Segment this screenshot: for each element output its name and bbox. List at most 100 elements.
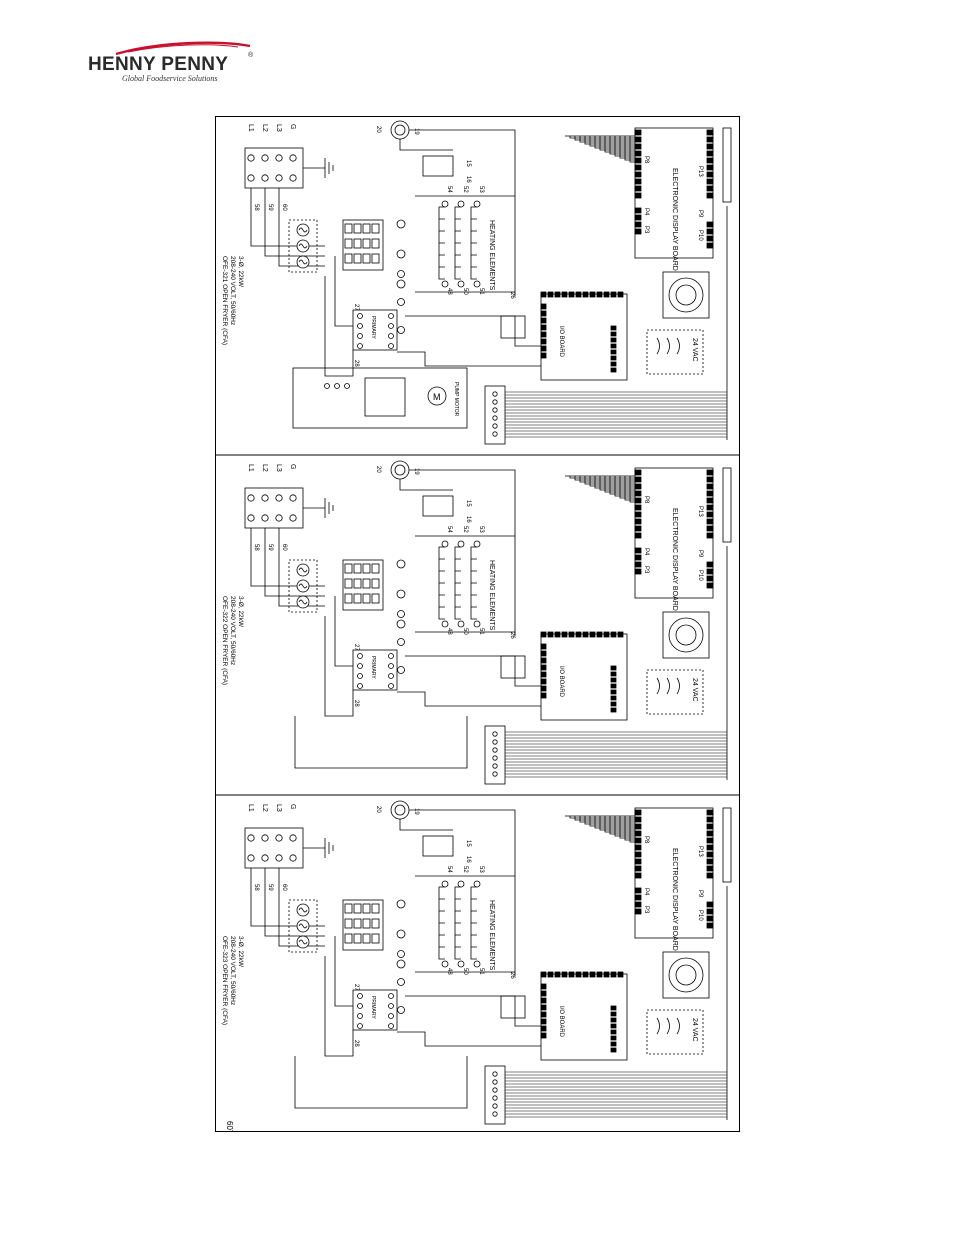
breaker-symbol (298, 907, 308, 913)
control-wire (397, 351, 541, 367)
breaker-symbol (298, 259, 308, 265)
supply-terminal-block (244, 827, 304, 869)
display-cable (722, 127, 732, 203)
display-connector-label: P8 (643, 836, 649, 844)
io-pin (540, 692, 547, 699)
io-board-label: I/O BOARD (558, 326, 564, 358)
supply-terminal (289, 834, 297, 842)
wire-number: 26 (509, 632, 515, 639)
io-pin (610, 671, 617, 677)
display-pin (634, 504, 642, 511)
element-terminal (441, 200, 449, 208)
harness-wire (589, 136, 635, 147)
contactor-contact (371, 918, 380, 929)
display-connector-label: P10 (697, 230, 703, 241)
junction (397, 610, 405, 618)
heating-element (454, 886, 461, 960)
harness-wire (609, 136, 635, 155)
junction (397, 326, 405, 334)
contactor-contact (371, 238, 380, 249)
harness-wire (579, 136, 635, 143)
io-pin (610, 677, 617, 683)
contactor-terminal (388, 993, 394, 999)
display-board-label: ELECTRONIC DISPLAY BOARD (671, 508, 678, 611)
io-pin (610, 343, 617, 349)
io-pin (610, 331, 617, 337)
supply-terminal (261, 514, 269, 522)
breaker-symbol (298, 939, 308, 945)
contactor-contact (344, 563, 353, 574)
element-terminal-label: 54 (446, 866, 452, 873)
display-pin (706, 816, 714, 823)
model-title: OFE-321 OPEN FRYER (CFA) (221, 256, 228, 345)
transformer-box (646, 329, 704, 375)
contactor-terminal (357, 1003, 363, 1009)
pump-motor-label: PUMP MOTOR (453, 382, 459, 417)
io-board-label: I/O BOARD (558, 1006, 564, 1038)
display-pin (634, 192, 642, 199)
junction (396, 249, 406, 259)
display-pin (706, 532, 714, 539)
display-pin (706, 143, 714, 150)
supply-label: L1 (247, 124, 254, 132)
io-relay (500, 315, 526, 339)
display-pin (706, 129, 714, 136)
transformer-coil (676, 337, 680, 355)
harness-wire (619, 816, 635, 839)
display-connector-label: P13 (697, 506, 703, 517)
io-relay (500, 655, 526, 679)
supply-label: L3 (275, 464, 282, 472)
junction (397, 950, 405, 958)
control-wire (397, 1031, 541, 1047)
transformer-coil (666, 337, 670, 355)
contactor-contact (371, 593, 380, 604)
harness-wire (619, 136, 635, 159)
display-pin (706, 157, 714, 164)
harness-wire (584, 476, 635, 485)
diagram-border (215, 116, 740, 1132)
io-pin (540, 643, 547, 650)
knob-housing (662, 611, 710, 659)
display-pin (634, 816, 642, 823)
supply-terminal (261, 154, 269, 162)
io-pin (610, 355, 617, 361)
harness-wire (629, 136, 635, 163)
contactor-contact (362, 903, 371, 914)
transformer-coil (656, 677, 660, 695)
harness-wire (624, 476, 635, 501)
model-phase: 3-Ø, 22kW (237, 596, 244, 628)
wire-number: 27 (353, 644, 359, 651)
control-wire (405, 995, 541, 1027)
display-pin (634, 164, 642, 171)
io-pin (540, 671, 547, 678)
display-cable (722, 467, 732, 543)
io-pin (596, 291, 603, 298)
display-pin (634, 497, 642, 504)
io-pin (540, 317, 547, 324)
pump-section (292, 367, 468, 429)
model-rating: 208-240 VOLT, 50/60Hz (229, 596, 236, 665)
io-pin (575, 291, 582, 298)
io-board (540, 293, 628, 381)
element-terminal-label: 53 (478, 866, 484, 873)
contactor-contact (362, 933, 371, 944)
supply-wire (278, 528, 325, 607)
transformer-label: 24 VAC (691, 1018, 698, 1042)
display-pin (706, 511, 714, 518)
contactor-terminal (357, 1023, 363, 1029)
breaker-symbol (298, 227, 308, 233)
io-pin (617, 631, 624, 638)
display-pin (634, 837, 642, 844)
io-pin (540, 345, 547, 352)
supply-label: L1 (247, 464, 254, 472)
display-pin (706, 901, 714, 908)
display-pin (634, 476, 642, 483)
supply-label: L2 (261, 124, 268, 132)
contactor-terminal (388, 1023, 394, 1029)
junction (396, 589, 406, 599)
display-connector-label: P4 (643, 888, 649, 896)
io-pin (610, 707, 617, 713)
contactor-contact (362, 563, 371, 574)
contactor-contact (344, 903, 353, 914)
